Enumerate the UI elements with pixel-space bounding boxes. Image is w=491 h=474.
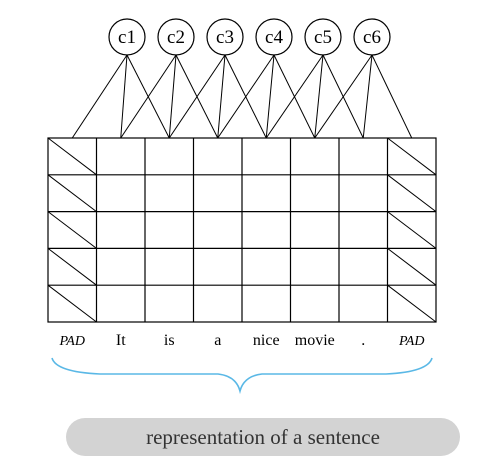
pad-diagonal xyxy=(387,248,437,286)
filter-node xyxy=(206,18,244,56)
pad-diagonal xyxy=(47,137,97,176)
filter-label: c3 xyxy=(216,27,234,48)
token-label: . xyxy=(361,332,365,349)
filter-edge xyxy=(120,54,177,139)
filter-edge xyxy=(265,54,324,139)
pad-diagonal xyxy=(387,284,437,323)
filter-node xyxy=(108,18,146,56)
pad-diagonal xyxy=(47,211,97,249)
pad-diagonal xyxy=(387,211,437,249)
filter-node xyxy=(304,18,342,56)
filter-connections xyxy=(71,54,413,139)
filter-edge xyxy=(71,54,128,139)
token-label: movie xyxy=(295,332,335,349)
pad-diagonal xyxy=(47,248,97,286)
filter-edge xyxy=(371,54,413,139)
filter-edge xyxy=(168,54,226,139)
pad-diagonal xyxy=(47,174,97,212)
caption-pill: representation of a sentence xyxy=(66,418,460,456)
filter-node xyxy=(353,18,391,56)
filter-edge xyxy=(265,54,275,139)
token-label: nice xyxy=(253,332,280,349)
filter-label: c6 xyxy=(363,27,381,48)
filter-edge xyxy=(314,54,324,139)
filter-edge xyxy=(362,54,373,139)
pad-diagonal xyxy=(387,137,437,176)
filter-nodes: c1 c2 c3 c4 c5 c6 xyxy=(108,18,391,56)
filter-label: c1 xyxy=(118,27,136,48)
filter-node xyxy=(255,18,293,56)
pad-diagonal xyxy=(387,174,437,212)
filter-node xyxy=(157,18,195,56)
token-label: It xyxy=(116,332,126,349)
filter-edge xyxy=(314,54,373,139)
filter-edge xyxy=(217,54,226,139)
filter-edge xyxy=(120,54,128,139)
filter-label: c2 xyxy=(167,27,185,48)
token-label: a xyxy=(214,332,221,349)
pad-diagonal xyxy=(47,284,97,323)
sentence-brace xyxy=(51,357,433,395)
token-labels: PAD It is a nice movie. PAD xyxy=(59,332,425,349)
caption-text: representation of a sentence xyxy=(146,424,380,449)
filter-label: c4 xyxy=(265,27,283,48)
embedding-matrix xyxy=(47,137,437,323)
token-label: is xyxy=(164,332,175,349)
filter-edge xyxy=(168,54,177,139)
token-label: PAD xyxy=(59,334,85,349)
filter-label: c5 xyxy=(314,27,332,48)
token-label: PAD xyxy=(398,334,424,349)
filter-edge xyxy=(217,54,275,139)
